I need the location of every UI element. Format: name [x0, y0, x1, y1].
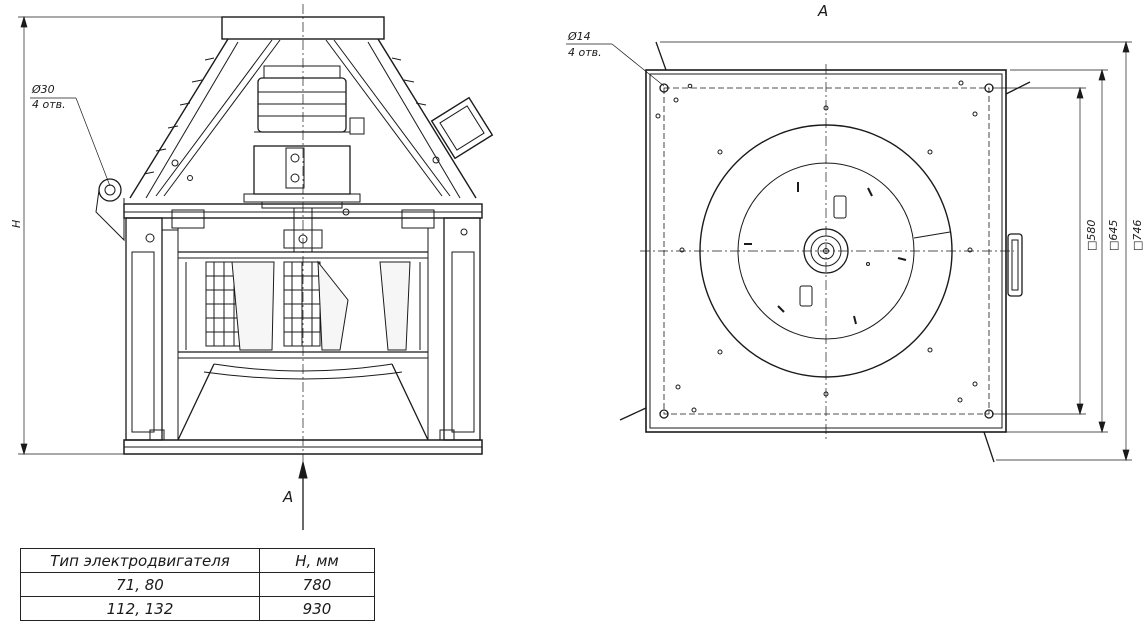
hole-14-count-label: 4 отв. — [568, 46, 602, 59]
hole-14-diameter-label: Ø14 — [567, 30, 591, 43]
view-arrow-A — [298, 461, 308, 530]
height-dimension — [18, 15, 222, 456]
motor-height-table: Тип электродвигателя H, мм 71, 80 780 11… — [20, 548, 375, 621]
hole-30-leader — [30, 97, 111, 187]
table-cell-motor-type: 71, 80 — [20, 572, 260, 597]
table-header-row: Тип электродвигателя H, мм — [20, 548, 375, 573]
table-row: 71, 80 780 — [20, 572, 375, 597]
table-cell-motor-type: 112, 132 — [20, 596, 260, 621]
hole-30-diameter-label: Ø30 — [31, 83, 55, 96]
table-header-motor-type: Тип электродвигателя — [20, 548, 260, 573]
dim-580-label: □580 — [1085, 220, 1098, 251]
dim-645-label: □645 — [1107, 220, 1120, 251]
plan-dimensions — [566, 40, 1132, 462]
dim-746-label: □746 — [1131, 220, 1144, 251]
hole-30-count-label: 4 отв. — [32, 98, 66, 111]
table-row: 112, 132 930 — [20, 596, 375, 621]
side-view-fan — [95, 16, 494, 455]
height-label: H — [10, 220, 23, 228]
plan-view-fan — [619, 41, 1031, 463]
plan-view-title: A — [817, 2, 828, 20]
table-cell-height: 930 — [259, 596, 375, 621]
table-header-height: H, мм — [259, 548, 375, 573]
view-arrow-label: A — [282, 488, 293, 506]
table-cell-height: 780 — [259, 572, 375, 597]
